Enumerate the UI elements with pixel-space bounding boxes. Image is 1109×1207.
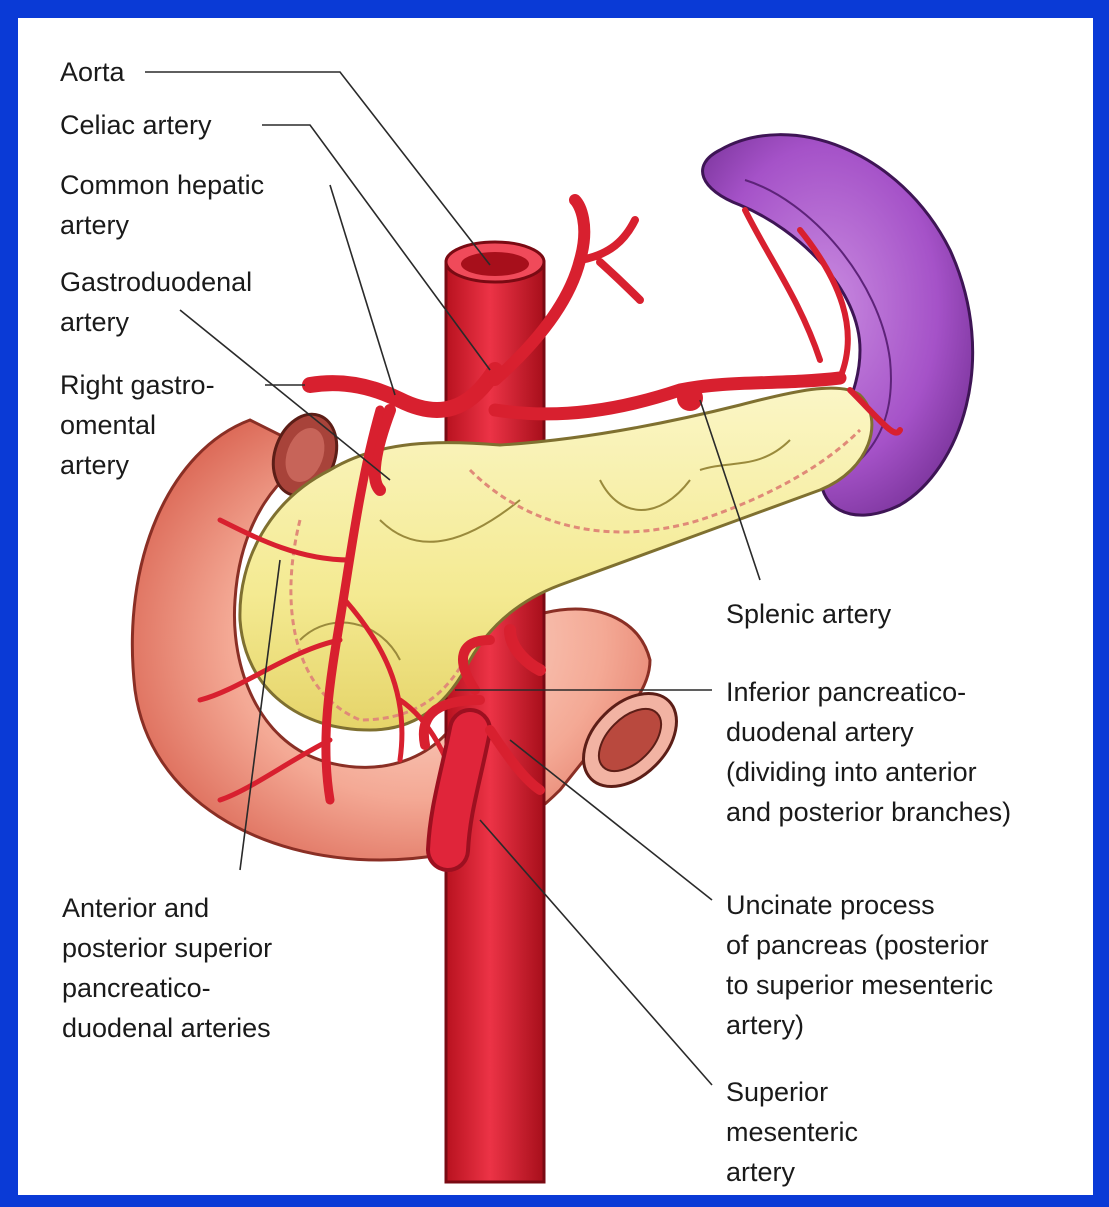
label-aorta: Aorta <box>60 52 125 92</box>
label-right-gastroomental-artery: Right gastro- omental artery <box>60 365 215 485</box>
label-gastroduodenal-artery: Gastroduodenal artery <box>60 262 252 342</box>
label-common-hepatic-artery: Common hepatic artery <box>60 165 264 245</box>
leader-common-hepatic <box>330 185 395 395</box>
label-uncinate-process: Uncinate process of pancreas (posterior … <box>726 885 993 1045</box>
label-splenic-artery: Splenic artery <box>726 594 891 634</box>
label-inferior-pancreaticoduodenal-artery: Inferior pancreatico- duodenal artery (d… <box>726 672 1011 832</box>
label-superior-mesenteric-artery: Superior mesenteric artery <box>726 1072 858 1192</box>
label-anterior-posterior-superior-pd-arteries: Anterior and posterior superior pancreat… <box>62 888 272 1048</box>
label-celiac-artery: Celiac artery <box>60 105 212 145</box>
